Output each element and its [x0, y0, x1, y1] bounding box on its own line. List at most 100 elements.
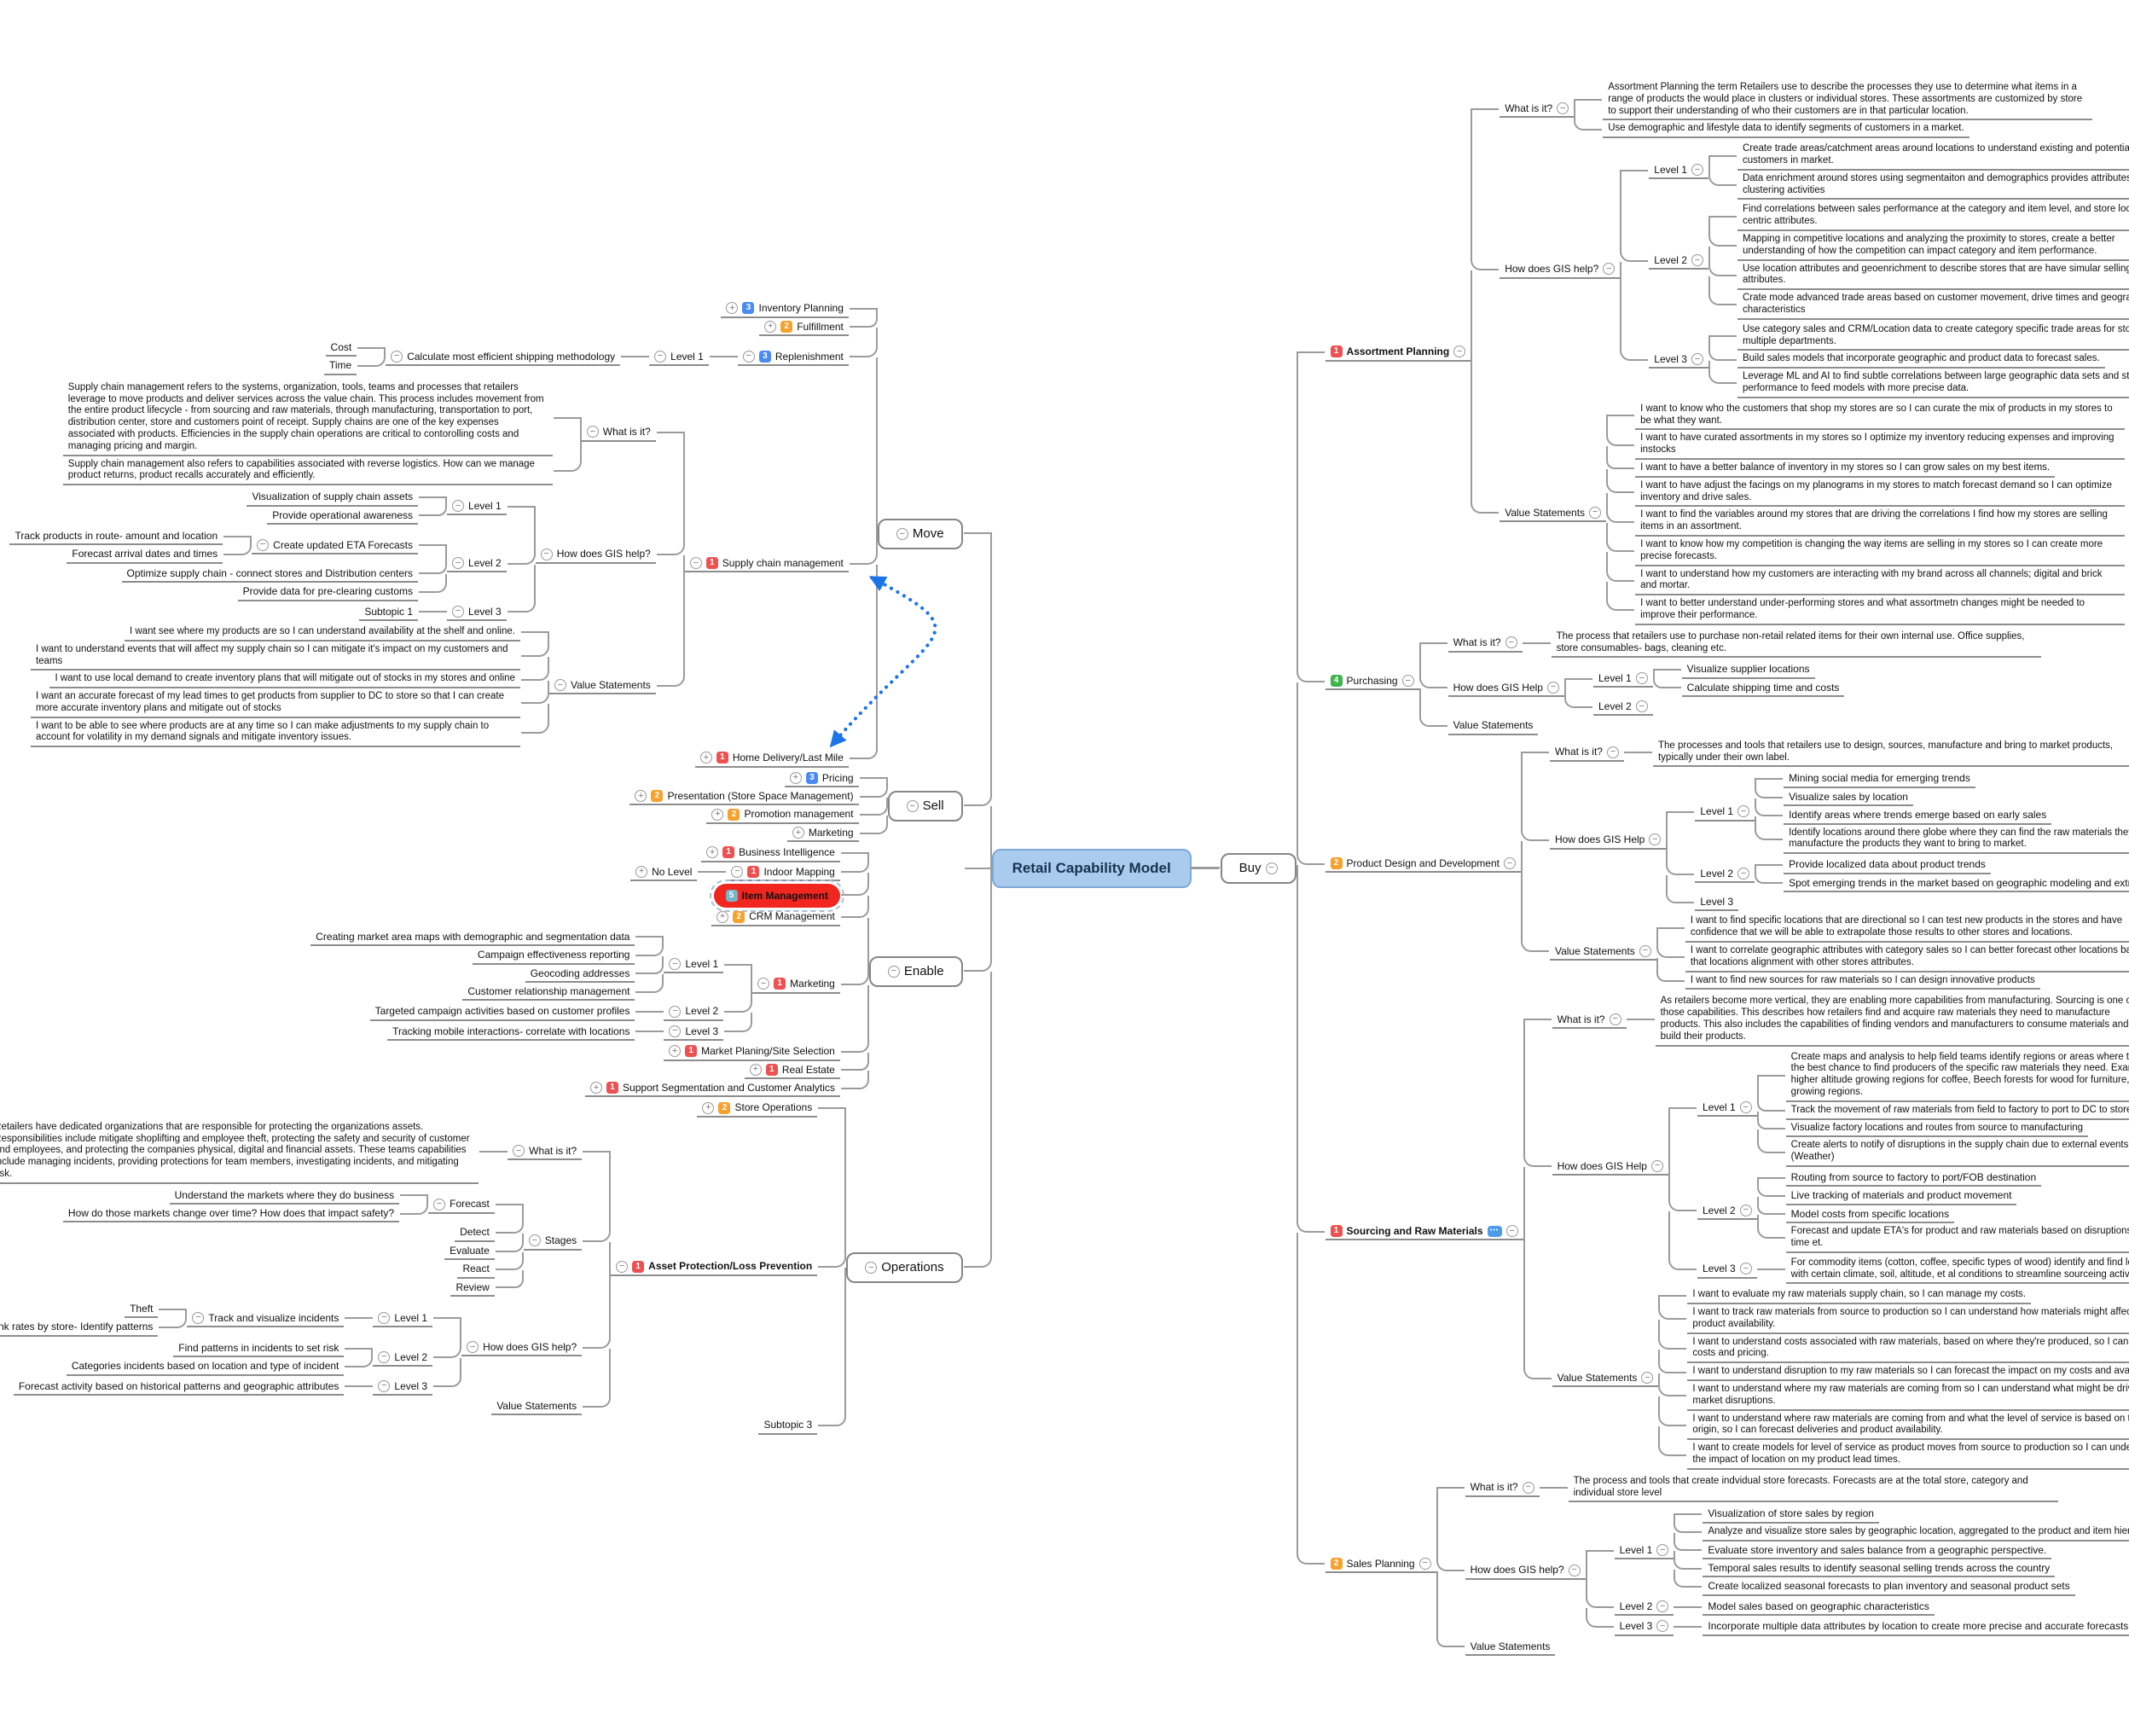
topic-create-trade-areas-catchment-areas-around-loca[interactable]: Create trade areas/catchment areas aroun…: [1737, 142, 2129, 171]
minus-expander-icon[interactable]: −: [669, 1005, 682, 1018]
plus-expander-icon[interactable]: +: [711, 808, 724, 821]
topic-level-1[interactable]: Level 1−: [1649, 163, 1708, 180]
topic-find-correlations-between-sales-performance-at[interactable]: Find correlations between sales performa…: [1737, 203, 2129, 231]
topic-forecast-arrival-dates-and-times[interactable]: Forecast arrival dates and times: [67, 547, 223, 564]
minus-expander-icon[interactable]: −: [1418, 1557, 1431, 1570]
minus-expander-icon[interactable]: −: [391, 350, 403, 363]
topic-calculate-most-efficient-shipping-methodology[interactable]: −Calculate most efficient shipping metho…: [386, 350, 621, 367]
topic-how-does-gis-help[interactable]: −How does GIS help?: [535, 547, 656, 564]
topic-forecast-activity-based-on-historical-patterns[interactable]: Forecast activity based on historical pa…: [13, 1379, 345, 1396]
topic-i-want-to-use-local-demand-to-create-inventory[interactable]: I want to use local demand to create inv…: [49, 672, 520, 689]
topic-understand-the-markets-where-they-do-business[interactable]: Understand the markets where they do bus…: [169, 1188, 400, 1205]
topic-stages[interactable]: −Stages: [523, 1234, 583, 1251]
minus-expander-icon[interactable]: −: [757, 978, 770, 990]
minus-expander-icon[interactable]: −: [1635, 672, 1648, 685]
minus-expander-icon[interactable]: −: [1656, 1620, 1669, 1633]
topic-level-2[interactable]: −Level 2: [373, 1350, 433, 1367]
topic-how-does-gis-help[interactable]: How does GIS Help−: [1549, 833, 1667, 850]
topic-retailers-have-dedicated-organizations-that-ar[interactable]: Retailers have dedicated organizations t…: [0, 1121, 479, 1184]
topic-value-statements[interactable]: Value Statements: [491, 1399, 583, 1416]
topic-subtopic-1[interactable]: Subtopic 1: [359, 605, 419, 621]
minus-expander-icon[interactable]: −: [731, 865, 744, 878]
topic-level-2[interactable]: −Level 2: [664, 1004, 724, 1021]
topic-visualize-sales-by-location[interactable]: Visualize sales by location: [1784, 790, 1913, 807]
topic-high-shrink-rates-by-store-identify-patterns[interactable]: High Shrink rates by store- Identify pat…: [0, 1320, 159, 1337]
topic-what-is-it[interactable]: What is it?−: [1500, 102, 1575, 119]
topic-geocoding-addresses[interactable]: Geocoding addresses: [525, 967, 635, 983]
topic-track-the-movement-of-raw-materials-from-field[interactable]: Track the movement of raw materials from…: [1785, 1104, 2129, 1120]
plus-expander-icon[interactable]: +: [635, 790, 647, 803]
topic-i-want-to-be-able-to-see-where-products-are-at[interactable]: I want to be able to see where products …: [30, 720, 520, 748]
minus-expander-icon[interactable]: −: [1557, 102, 1569, 115]
topic-what-is-it[interactable]: What is it?−: [1549, 745, 1624, 762]
topic-create-maps-and-analysis-to-help-field-teams-i[interactable]: Create maps and analysis to help field t…: [1785, 1051, 2129, 1102]
topic-level-1[interactable]: Level 1−: [1695, 804, 1755, 822]
topic-what-is-it[interactable]: What is it?−: [1552, 1013, 1627, 1030]
topic-level-1[interactable]: −Level 1: [373, 1311, 433, 1328]
minus-expander-icon[interactable]: −: [669, 1025, 682, 1037]
topic-i-want-to-understand-disruption-to-my-raw-mate[interactable]: I want to understand disruption to my ra…: [1687, 1365, 2129, 1382]
minus-expander-icon[interactable]: −: [192, 1311, 205, 1324]
minus-expander-icon[interactable]: −: [513, 1145, 525, 1158]
topic-i-want-to-correlate-geographic-attributes-with[interactable]: I want to correlate geographic attribute…: [1685, 944, 2129, 973]
topic-level-2[interactable]: Level 2−: [1649, 253, 1708, 270]
minus-expander-icon[interactable]: −: [616, 1260, 629, 1273]
minus-expander-icon[interactable]: −: [554, 679, 566, 692]
minus-expander-icon[interactable]: −: [1739, 1263, 1752, 1275]
topic-i-want-see-where-my-products-are-so-i-can-unde[interactable]: I want see where my products are so I ca…: [124, 625, 520, 642]
topic-visualization-of-supply-chain-assets[interactable]: Visualization of supply chain assets: [247, 490, 419, 507]
minus-expander-icon[interactable]: −: [1691, 353, 1703, 366]
topic-theft[interactable]: Theft: [125, 1302, 159, 1319]
topic-i-want-to-have-a-better-balance-of-inventory-i[interactable]: I want to have a better balance of inven…: [1635, 462, 2056, 478]
topic-i-want-an-accurate-forecast-of-my-lead-times-t[interactable]: I want an accurate forecast of my lead t…: [30, 690, 520, 718]
minus-expander-icon[interactable]: −: [1401, 675, 1414, 688]
topic-i-want-to-better-understand-under-performing-s[interactable]: I want to better understand under-perfor…: [1635, 597, 2126, 625]
topic-identify-locations-around-there-globe-where-th[interactable]: Identify locations around there globe wh…: [1784, 827, 2129, 855]
topic-subtopic-3[interactable]: Subtopic 3: [758, 1418, 818, 1435]
minus-expander-icon[interactable]: −: [528, 1234, 541, 1247]
topic-how-does-gis-help[interactable]: How does GIS Help−: [1552, 1159, 1668, 1176]
plus-expander-icon[interactable]: +: [669, 1045, 682, 1058]
topic-track-products-in-route-amount-and-location[interactable]: Track products in route- amount and loca…: [9, 529, 223, 546]
topic-i-want-to-track-raw-materials-from-source-to-p[interactable]: I want to track raw materials from sourc…: [1687, 1306, 2129, 1334]
minus-expander-icon[interactable]: −: [378, 1311, 391, 1324]
topic-visualize-supplier-locations[interactable]: Visualize supplier locations: [1681, 662, 1815, 679]
topic-provide-operational-awareness[interactable]: Provide operational awareness: [267, 508, 419, 525]
topic-use-location-attributes-and-geoenrichment-to-d[interactable]: Use location attributes and geoenrichmen…: [1737, 263, 2129, 291]
minus-expander-icon[interactable]: −: [1603, 263, 1616, 276]
topic-forecast[interactable]: −Forecast: [428, 1197, 495, 1214]
topic-create-updated-eta-forecasts[interactable]: −Create updated ETA Forecasts: [252, 538, 419, 555]
minus-expander-icon[interactable]: −: [1522, 1481, 1534, 1494]
topic-evaluate-store-inventory-and-sales-balance-fro[interactable]: Evaluate store inventory and sales balan…: [1703, 1543, 2052, 1560]
topic-i-want-to-know-how-my-competition-is-changing-[interactable]: I want to know how my competition is cha…: [1635, 538, 2126, 566]
minus-expander-icon[interactable]: −: [452, 605, 465, 618]
topic-visualize-factory-locations-and-routes-from-so[interactable]: Visualize factory locations and routes f…: [1785, 1122, 2089, 1138]
topic-i-want-to-find-new-sources-for-raw-materials-s[interactable]: I want to find new sources for raw mater…: [1685, 974, 2040, 990]
topic-value-statements[interactable]: Value Statements−: [1500, 506, 1607, 522]
topic-how-does-gis-help[interactable]: How does GIS help?−: [1465, 1563, 1586, 1580]
topic-level-1[interactable]: Level 1−: [1697, 1100, 1757, 1118]
minus-expander-icon[interactable]: −: [1505, 636, 1517, 649]
minus-expander-icon[interactable]: −: [906, 800, 919, 813]
topic-level-2[interactable]: −Level 2: [447, 556, 507, 573]
plus-expander-icon[interactable]: +: [716, 910, 729, 923]
topic-create-alerts-to-notify-of-disruptions-in-the-[interactable]: Create alerts to notify of disruptions i…: [1785, 1139, 2129, 1167]
topic-find-patterns-in-incidents-to-set-risk[interactable]: Find patterns in incidents to set risk: [173, 1341, 345, 1358]
plus-expander-icon[interactable]: +: [726, 302, 739, 315]
topic-forecast-and-update-eta-s-for-product-and-raw-[interactable]: Forecast and update ETA's for product an…: [1785, 1225, 2129, 1253]
topic-the-processes-and-tools-that-retailers-use-to-[interactable]: The processes and tools that retailers u…: [1652, 740, 2129, 768]
minus-expander-icon[interactable]: −: [1691, 254, 1703, 267]
topic-value-statements[interactable]: Value Statements: [1465, 1640, 1556, 1656]
topic-operations[interactable]: −Operations: [846, 1252, 963, 1284]
notes-icon[interactable]: •••: [1487, 1225, 1502, 1237]
minus-expander-icon[interactable]: −: [378, 1350, 391, 1363]
